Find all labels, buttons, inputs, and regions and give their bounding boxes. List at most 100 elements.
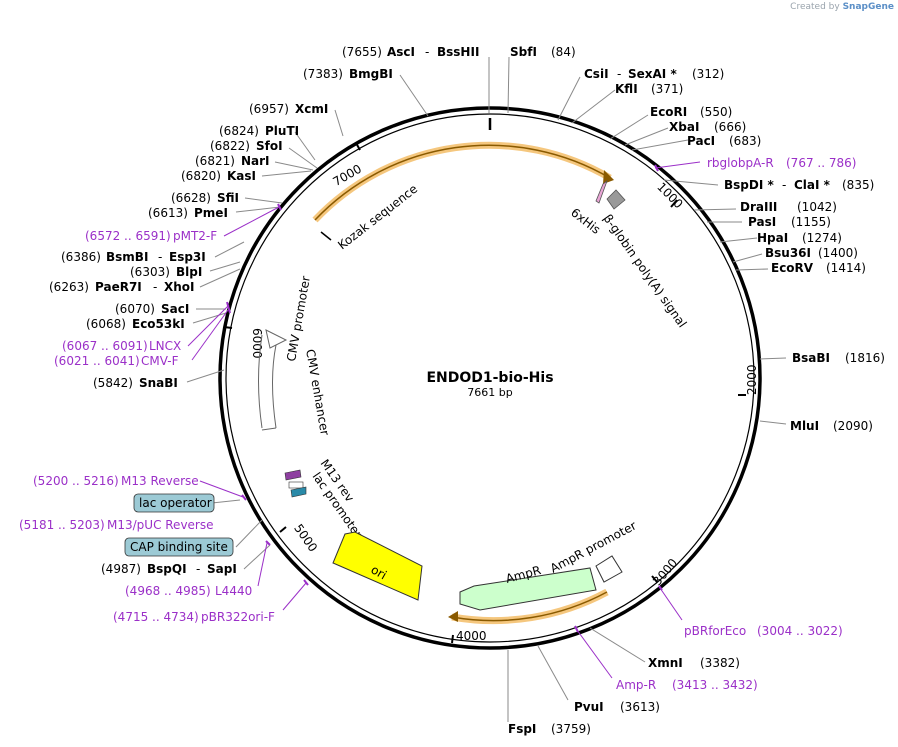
primer-pbr322ori-range: (4715 .. 4734) — [113, 610, 199, 624]
site-xcmi: (6957) XcmI — [249, 102, 328, 116]
site-xbai-pos: (666) — [714, 120, 746, 134]
box-cap: CAP binding site — [124, 537, 234, 557]
site-pluti-name: PluTI — [265, 124, 299, 138]
site-bspqi-name: BspQI — [147, 562, 187, 576]
site-bspqi-dash: - — [196, 562, 200, 576]
site-kasi: (6820) KasI — [181, 169, 256, 183]
primer-cmvf-name: CMV-F — [141, 354, 179, 368]
lac-operator-text: lac operator — [139, 496, 212, 510]
site-asci-dash: - — [425, 45, 429, 59]
primer-pbr322ori: (4715 .. 4734) pBR322ori-F — [113, 610, 275, 624]
site-fspi-pos: (3759) — [551, 722, 591, 736]
primer-pmt2f: (6572 .. 6591) pMT2-F — [85, 229, 217, 243]
kozak-marker — [320, 231, 332, 241]
site-xmni-pos: (3382) — [700, 656, 740, 670]
site-eco53ki: (6068) Eco53kI — [86, 317, 185, 331]
site-asci: (7655) AscI - BssHII — [342, 45, 479, 59]
site-bspqi: (4987) BspQI - SapI — [101, 562, 237, 576]
site-ecori-pos: (550) — [700, 105, 732, 119]
lac-promoter-feature — [290, 486, 307, 498]
site-snabi: (5842) SnaBI — [93, 376, 178, 390]
site-ecorv: EcoRV (1414) — [771, 261, 866, 275]
watermark-prefix: Created by — [790, 2, 840, 12]
primer-m13rev-range: (5200 .. 5216) — [33, 474, 119, 488]
lac-operator-feature — [288, 481, 304, 489]
site-snabi-name: SnaBI — [139, 376, 178, 390]
tick-6000-label: 6000 — [250, 328, 264, 359]
primer-m13puc-range: (5181 .. 5203) — [19, 518, 105, 532]
site-pasi: PasI (1155) — [748, 215, 831, 229]
site-bsmbi: (6386) BsmBI - Esp3I — [61, 250, 206, 264]
primer-rbglobpa-name: rbglobpA-R — [707, 156, 774, 170]
site-saci: (6070) SacI — [115, 302, 189, 316]
site-xmni-name: XmnI — [648, 656, 683, 670]
site-xhoi-name: XhoI — [164, 280, 195, 294]
backbone-inner — [225, 113, 755, 643]
cmv-enhancer-arrow-inner — [272, 344, 277, 429]
site-paer7i-pos: (6263) — [49, 280, 89, 294]
site-hpai-pos: (1274) — [802, 231, 842, 245]
his-label: 6xHis — [568, 205, 603, 237]
orf-arrowhead-top — [603, 170, 614, 184]
site-bsshii-name: BssHII — [437, 45, 479, 59]
primer-rbglobpa-range: (767 .. 786) — [786, 156, 856, 170]
site-hpai: HpaI (1274) — [757, 231, 842, 245]
site-paer7i: (6263) PaeR7I - XhoI — [49, 280, 195, 294]
site-bsu36i: Bsu36I (1400) — [765, 246, 858, 260]
site-draiii-pos: (1042) — [797, 200, 837, 214]
site-pasi-name: PasI — [748, 215, 776, 229]
site-hpai-name: HpaI — [757, 231, 788, 245]
site-fspi-name: FspI — [508, 722, 536, 736]
orf-arrow-bottom — [451, 591, 608, 622]
snapgene-watermark: Created by SnapGene — [790, 2, 894, 12]
orf-arrowhead-bottom — [448, 611, 458, 622]
site-bspdi-dash: - — [782, 178, 786, 192]
primer-l4440-name: L4440 — [215, 584, 252, 598]
site-bsmbi-name: BsmBI — [106, 250, 148, 264]
primer-l4440-range: (4968 .. 4985) — [125, 584, 211, 598]
site-sbfi: SbfI (84) — [510, 45, 576, 59]
site-paer7i-dash: - — [153, 280, 157, 294]
primer-ampr-r: Amp-R (3413 .. 3432) — [616, 678, 758, 692]
tick-2000-label: 2000 — [745, 364, 759, 395]
m13rev-feature — [284, 469, 302, 481]
site-draiii: DraIII (1042) — [740, 200, 837, 214]
site-pmei: (6613) PmeI — [148, 206, 228, 220]
site-sapi-name: SapI — [207, 562, 237, 576]
site-sfoi-pos: (6822) — [210, 139, 250, 153]
site-csii-dash: - — [617, 67, 621, 81]
globin-label: β-globin poly(A) signal — [601, 212, 690, 331]
site-asci-name: AscI — [387, 45, 415, 59]
primer-lncx-name: LNCX — [149, 339, 181, 353]
site-csii-name: CsiI — [584, 67, 609, 81]
primer-cmvf-range: (6021 .. 6041) — [54, 354, 140, 368]
site-fspi: FspI (3759) — [508, 722, 591, 736]
site-nari-pos: (6821) — [195, 154, 235, 168]
cmv-enhancer-label: CMV enhancer — [303, 348, 332, 436]
site-sfii-name: SfiI — [217, 191, 239, 205]
backbone-outer — [218, 106, 762, 650]
tick-1000: 1000 — [654, 180, 685, 211]
site-sfii-pos: (6628) — [171, 191, 211, 205]
site-bsu36i-pos: (1400) — [818, 246, 858, 260]
site-pmei-name: PmeI — [194, 206, 228, 220]
site-pmei-pos: (6613) — [148, 206, 188, 220]
site-xcmi-name: XcmI — [295, 102, 328, 116]
site-bsabi-pos: (1816) — [845, 351, 885, 365]
orf-arrow-top — [314, 144, 611, 221]
site-sfoi-name: SfoI — [256, 139, 283, 153]
site-bspdi: BspDI * - ClaI * (835) — [724, 178, 874, 192]
site-xbai-name: XbaI — [669, 120, 699, 134]
primer-leaders — [187, 161, 701, 679]
site-ecorv-pos: (1414) — [826, 261, 866, 275]
primer-rbglobpa: rbglobpA-R (767 .. 786) — [707, 156, 856, 170]
site-blpi-pos: (6303) — [130, 265, 170, 279]
globin-feature — [606, 189, 626, 210]
site-kfli: KflI (371) — [615, 82, 683, 96]
site-bmgbi-name: BmgBI — [349, 67, 393, 81]
ori-label: ori — [369, 562, 390, 582]
site-xmni: XmnI (3382) — [648, 656, 740, 670]
site-csii: CsiI - SexAI * (312) — [584, 67, 724, 81]
tick-4000: 4000 — [451, 629, 487, 644]
